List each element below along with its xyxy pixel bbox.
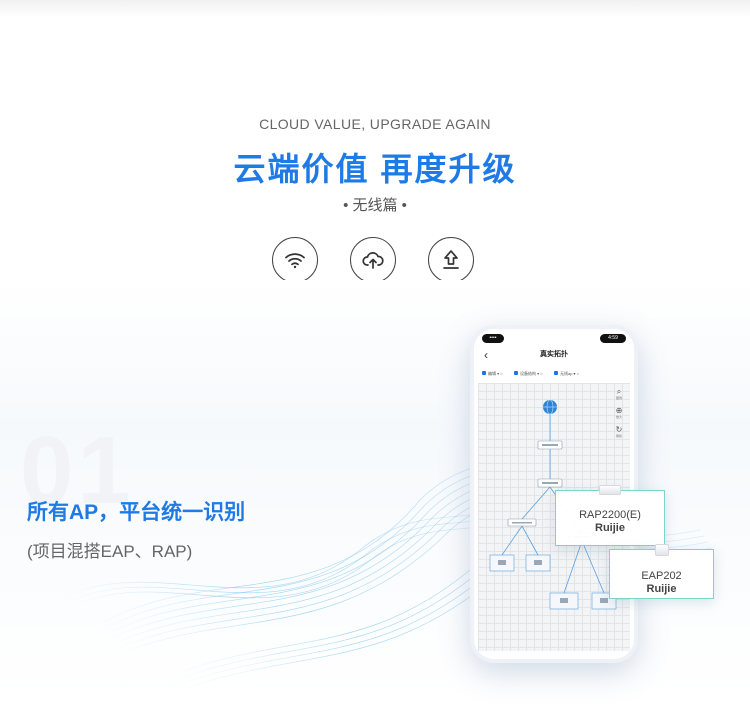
callout-brand: Ruijie (595, 522, 625, 534)
internet-globe-icon (543, 399, 557, 415)
page-title: 云端价值 再度升级 (233, 151, 517, 187)
filter-bar: 编辑 ▾ ○ 设备结构 ▾ ○ 无线ap ▾ ○ (482, 369, 628, 379)
callout-model: EAP202 (641, 570, 682, 582)
access-point-image (599, 485, 621, 495)
signal-indicator: •••• (482, 334, 504, 343)
section-description: (项目混搭EAP、RAP) (27, 542, 193, 561)
back-button[interactable]: ‹ (484, 348, 488, 362)
zoom-icon: ⊕ (615, 406, 623, 415)
status-time: 4:59 (600, 334, 626, 343)
english-subtitle: CLOUD VALUE, UPGRADE AGAIN (259, 116, 491, 132)
callout-model: RAP2200(E) (579, 509, 641, 521)
feature-icon-row (272, 237, 476, 283)
filter-wireless-ap[interactable]: 无线ap ▾ ○ (554, 369, 579, 378)
tag-icon: ⌕ (616, 387, 622, 396)
cloud-upload-icon (350, 237, 396, 283)
section-title: 所有AP，平台统一识别 (27, 501, 246, 524)
top-rule (0, 0, 750, 18)
callout-eap202: EAP202 Ruijie (609, 544, 714, 599)
section-number: 01 (20, 417, 135, 524)
canvas-toolbar: ⌕ 图例 ⊕ 放大 ↻ 刷新 (612, 387, 626, 444)
callout-brand: Ruijie (646, 583, 677, 595)
status-bar: •••• 4:59 (482, 334, 626, 346)
access-point-image (654, 544, 669, 556)
filter-device-structure[interactable]: 设备结构 ▾ ○ (514, 369, 543, 378)
nav-bar: ‹ 真实拓扑 (474, 347, 634, 363)
filter-edit[interactable]: 编辑 ▾ ○ (482, 369, 503, 378)
refresh-icon: ↻ (615, 425, 623, 434)
upgrade-arrow-icon (428, 237, 474, 283)
screen-title: 真实拓扑 (540, 351, 568, 358)
phone-mockup: •••• 4:59 ‹ 真实拓扑 编辑 ▾ ○ 设备结构 ▾ ○ 无线ap ▾ … (470, 325, 638, 663)
zoom-tool[interactable]: ⊕ 放大 (615, 406, 623, 419)
chapter-label: • 无线篇 • (343, 197, 407, 214)
refresh-tool[interactable]: ↻ 刷新 (615, 425, 623, 438)
callout-rap2200: RAP2200(E) Ruijie (555, 485, 665, 546)
legend-tool[interactable]: ⌕ 图例 (615, 387, 622, 400)
wifi-icon (272, 237, 318, 283)
topology-canvas[interactable]: ⌕ 图例 ⊕ 放大 ↻ 刷新 (478, 383, 630, 651)
